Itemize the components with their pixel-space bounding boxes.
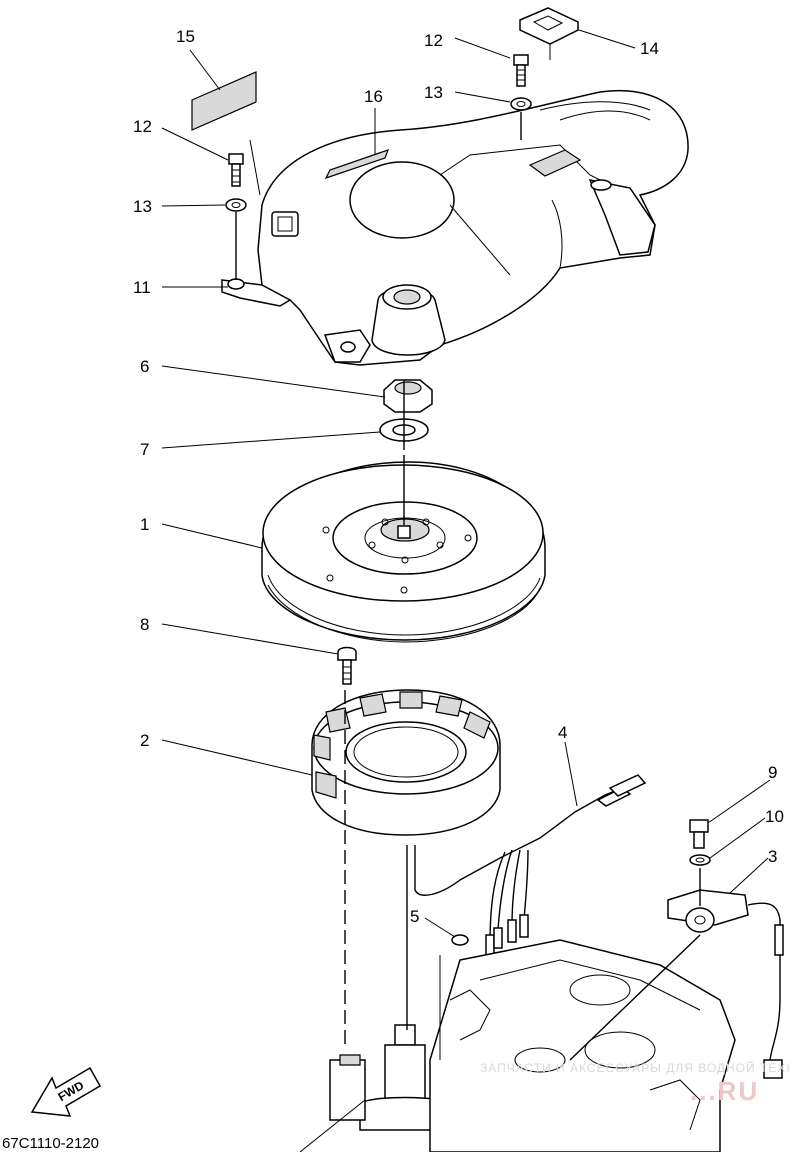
- callout-16: 16: [364, 87, 383, 106]
- flywheel-1: [261, 461, 546, 643]
- callout-7: 7: [140, 440, 149, 459]
- watermark-line1: ЗАПЧАСТИ И АКСЕССУАРЫ ДЛЯ ВОДНОЙ ТЕХНИКИ: [480, 1060, 790, 1075]
- pulser-coil-3: [667, 889, 784, 1079]
- callout-13-right: 13: [424, 83, 443, 102]
- assembly-lines: [235, 112, 701, 1153]
- watermark: ЗАПЧАСТИ И АКСЕССУАРЫ ДЛЯ ВОДНОЙ ТЕХНИКИ…: [480, 1060, 790, 1106]
- callout-12-right: 12: [424, 31, 443, 50]
- callout-12-left: 12: [133, 117, 152, 136]
- callout-15: 15: [176, 27, 195, 46]
- washer-13-right: [510, 97, 532, 111]
- callout-8: 8: [140, 615, 149, 634]
- callout-6: 6: [140, 357, 149, 376]
- bolt-12-left: [228, 153, 244, 187]
- bolt-12-right: [513, 54, 529, 87]
- callout-11: 11: [133, 278, 151, 297]
- leader-lines: [161, 29, 771, 938]
- callout-4: 4: [558, 723, 567, 742]
- grommet-14: [519, 7, 579, 60]
- crankshaft: [359, 1024, 451, 1131]
- callout-labels: 15 12 14 13 16 12 13 11 6 7 1 8 2 4 9 10…: [133, 27, 784, 926]
- nut-6: [383, 379, 433, 413]
- lead-wire-4: [414, 774, 647, 956]
- watermark-line2: ...RU: [690, 1076, 759, 1106]
- callout-1: 1: [140, 515, 149, 534]
- callout-2: 2: [140, 731, 149, 750]
- callout-9: 9: [768, 763, 777, 782]
- engine-block: [329, 939, 736, 1153]
- callout-14: 14: [640, 39, 659, 58]
- drawing-code: 67C1110-2120: [2, 1135, 99, 1152]
- flywheel-cover: [221, 89, 689, 366]
- callout-13-left: 13: [133, 197, 152, 216]
- callout-5: 5: [410, 907, 419, 926]
- washer-10: [689, 854, 711, 866]
- callout-10: 10: [765, 807, 784, 826]
- callout-3: 3: [768, 847, 777, 866]
- fwd-arrow: FWD: [30, 1066, 102, 1117]
- bolt-8: [337, 646, 357, 685]
- stator-2: [311, 689, 501, 836]
- decal-15: [191, 71, 257, 131]
- dowel-5: [451, 934, 469, 946]
- washer-13-left: [225, 198, 247, 212]
- bolt-9: [689, 819, 709, 849]
